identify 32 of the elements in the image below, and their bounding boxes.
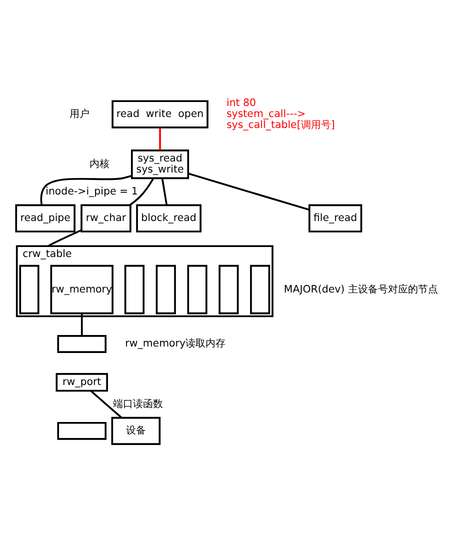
label: 用户: [70, 108, 90, 120]
node-box: [57, 421, 107, 440]
node-box: [19, 264, 40, 314]
node-box: [187, 264, 208, 314]
connector: [129, 177, 154, 206]
label: MAJOR(dev) 主设备号对应的节点: [284, 284, 438, 295]
node-box: file_read: [308, 204, 362, 232]
connector: [80, 312, 83, 336]
node-box: read_pipe: [15, 204, 76, 232]
connector: [159, 127, 161, 150]
node-box: 设备: [111, 416, 161, 444]
label: sys_call_table[调用号]: [226, 119, 335, 130]
connector: [188, 172, 310, 210]
node-box: sys_read sys_write: [130, 149, 190, 179]
connector: [161, 178, 168, 205]
node-box: block_read: [136, 204, 202, 232]
label: system_call--->: [226, 108, 306, 120]
edge-label: 端口读函数: [113, 398, 164, 410]
label: 内核: [89, 158, 110, 170]
edge-label: inode->i_pipe = 1: [46, 186, 138, 197]
node-box: [124, 264, 144, 314]
node-box: rw_char: [80, 204, 132, 232]
connector: [40, 174, 132, 205]
label: rw_memory读取内存: [125, 338, 226, 350]
node-box: [218, 264, 239, 314]
connector: [90, 390, 122, 418]
node-box: [156, 264, 176, 314]
label: int 80: [226, 98, 256, 109]
node-box: [250, 264, 270, 314]
node-box: rw_port: [56, 372, 108, 392]
node-box: read write open: [112, 100, 208, 128]
node-box: [57, 334, 107, 352]
